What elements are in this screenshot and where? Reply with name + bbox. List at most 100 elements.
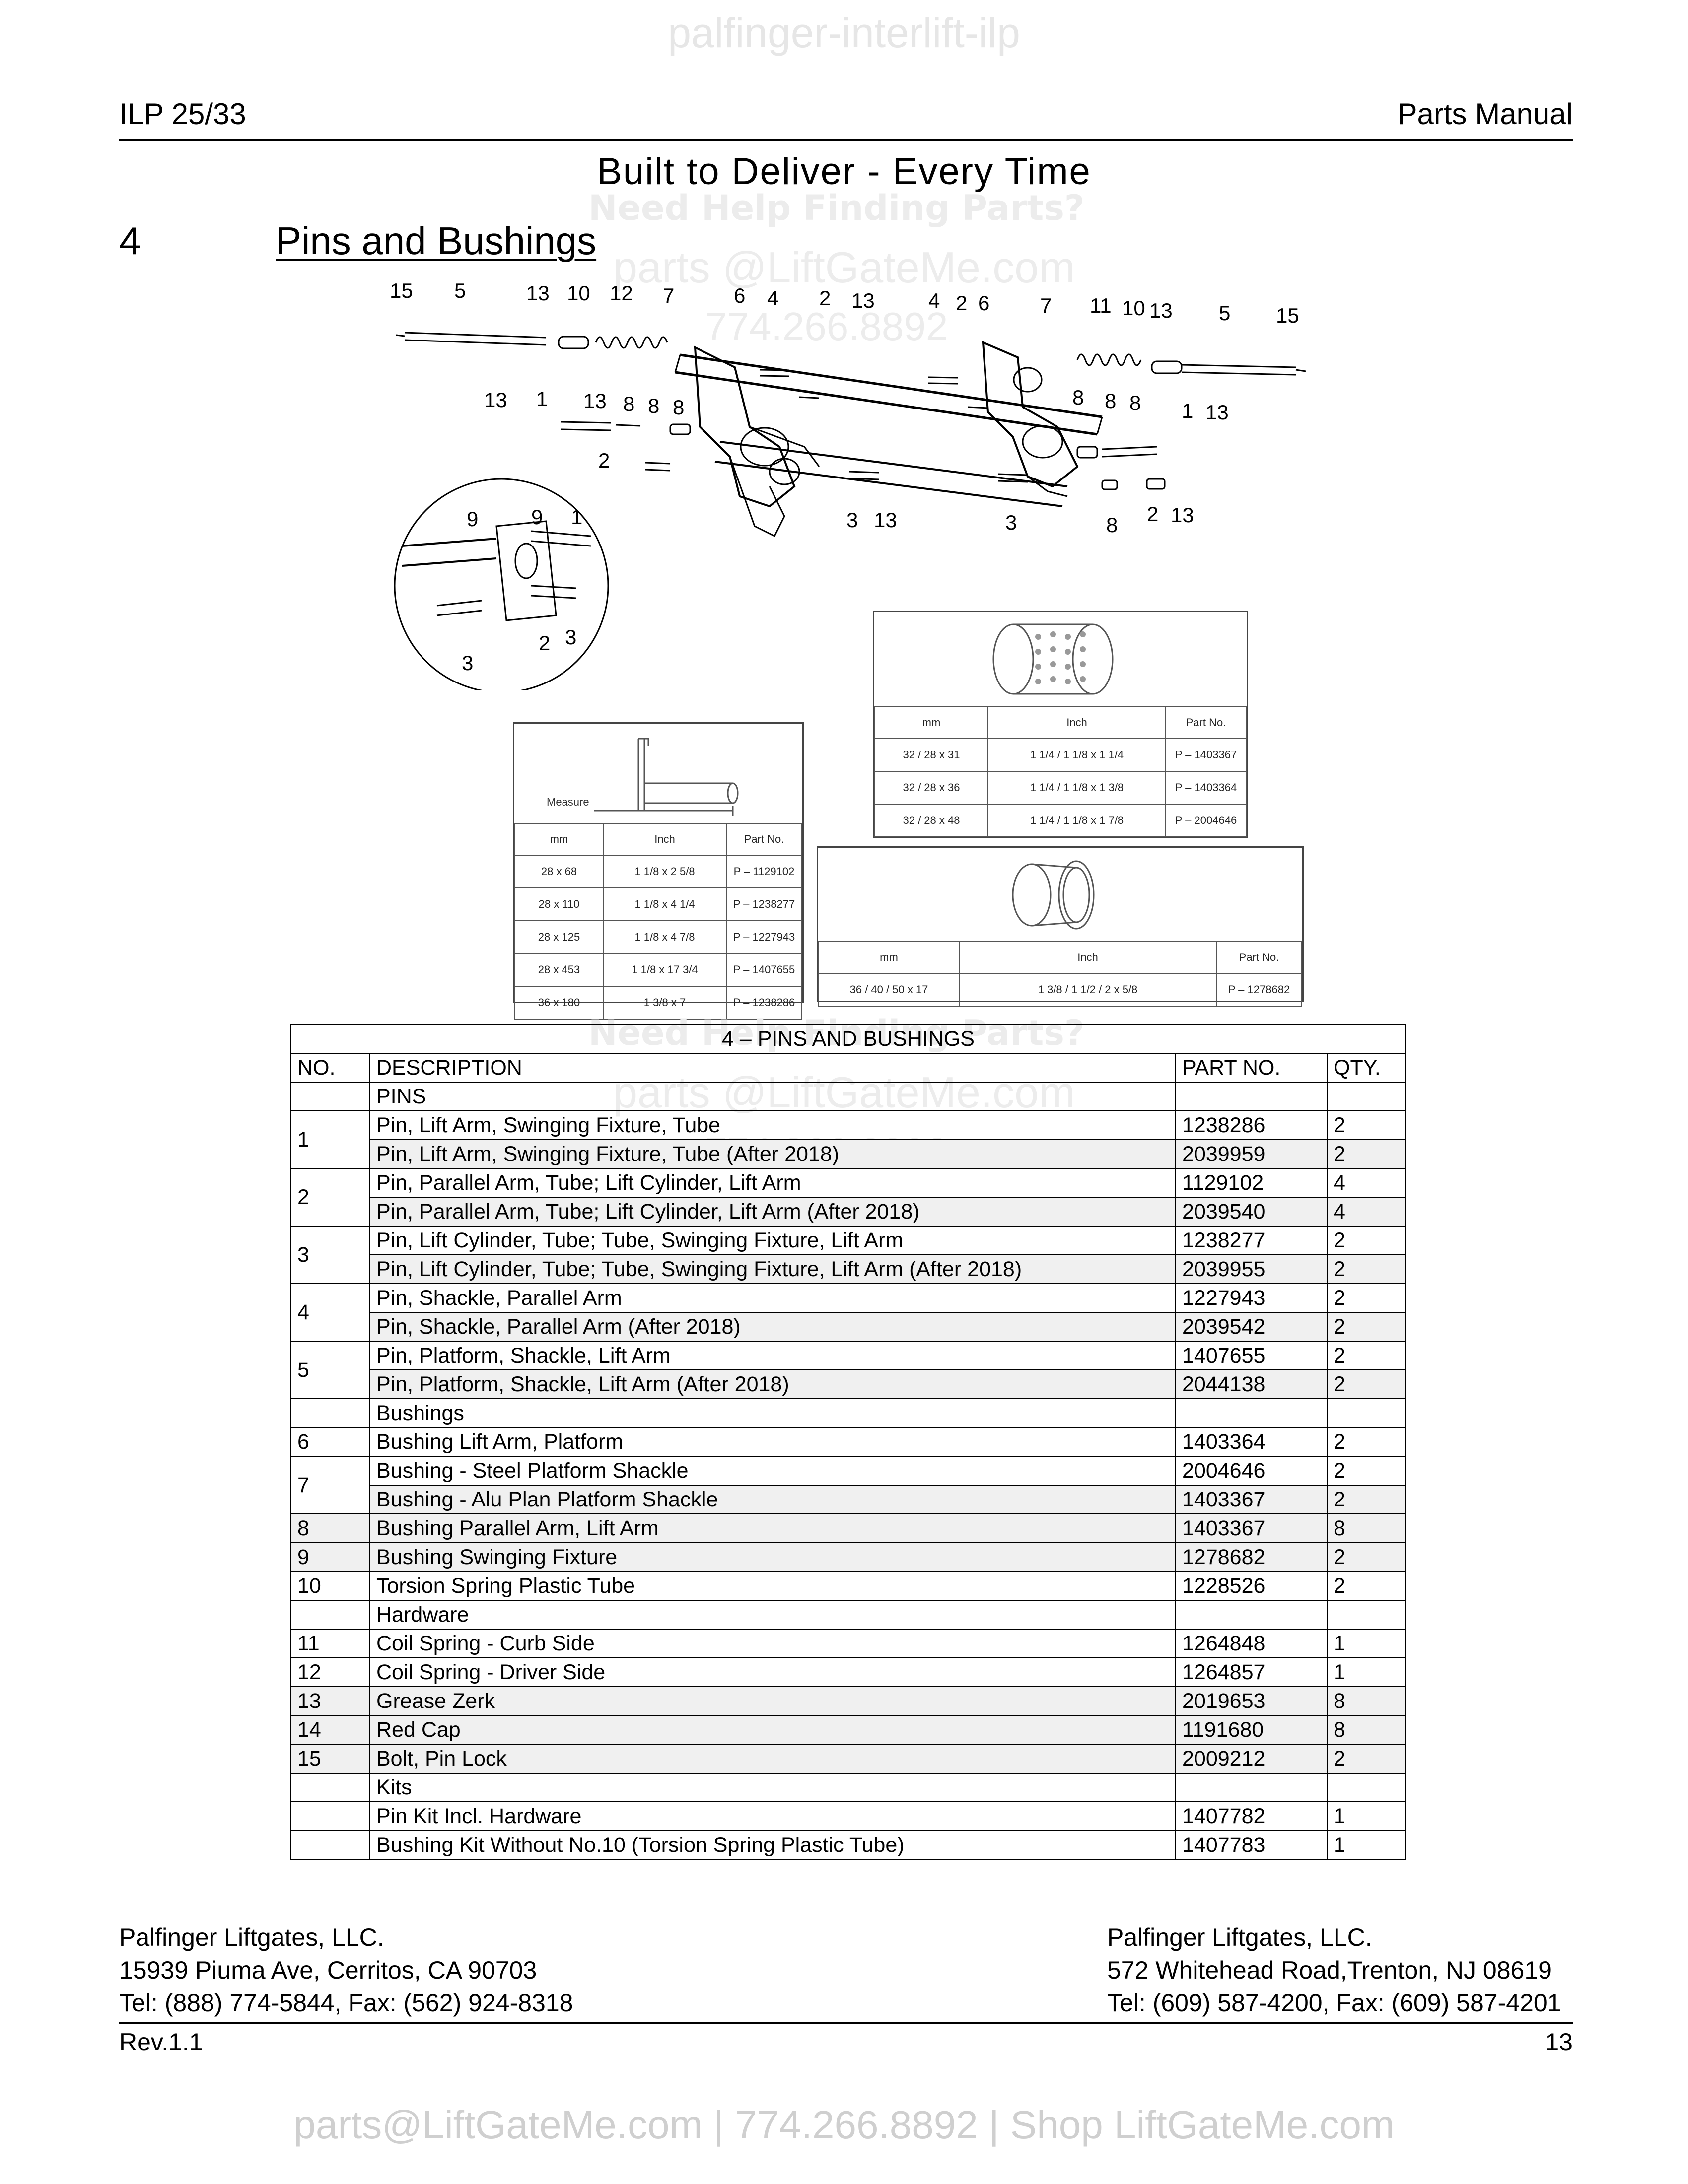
svg-text:8: 8 xyxy=(1129,391,1141,414)
spec-mm: 36 / 40 / 50 x 17 xyxy=(818,973,960,1007)
item-description: Coil Spring - Curb Side xyxy=(369,1629,1176,1658)
item-description: Bolt, Pin Lock xyxy=(369,1744,1176,1774)
item-no: 3 xyxy=(290,1226,370,1284)
svg-text:10: 10 xyxy=(567,281,590,305)
item-part-no: 1407783 xyxy=(1175,1830,1328,1860)
table-row: 1 Pin, Lift Arm, Swinging Fixture, Tube … xyxy=(290,1110,1406,1169)
col-mm: mm xyxy=(874,706,988,739)
item-no: 1 xyxy=(290,1110,370,1169)
header-rule xyxy=(119,139,1573,141)
item-part-no: 1264848 xyxy=(1175,1629,1328,1658)
spec-row: 28 x 110 1 1/8 x 4 1/4 P – 1238277 xyxy=(514,887,802,921)
spec-part: P – 1238286 xyxy=(726,986,802,1020)
spec-inch: 1 1/8 x 4 1/4 xyxy=(603,887,727,921)
col-mm: mm xyxy=(818,941,960,974)
item-no: 9 xyxy=(290,1542,370,1572)
item-qty: 1 xyxy=(1327,1830,1406,1860)
bushing-spec-table: mm Inch Part No. 32 / 28 x 31 1 1/4 / 1 … xyxy=(874,706,1247,837)
spec-mm: 28 x 68 xyxy=(514,855,604,888)
svg-text:4: 4 xyxy=(928,289,940,312)
item-qty: 2 xyxy=(1327,1542,1406,1572)
item-part-no: 1403364 xyxy=(1175,1427,1328,1457)
flange-bushing-icon xyxy=(1012,860,1095,930)
svg-text:9: 9 xyxy=(467,507,478,531)
table-row: 13 Grease Zerk 2019653 8 xyxy=(290,1686,1406,1716)
pin-measure-figure: Measure xyxy=(514,724,802,823)
svg-text:8: 8 xyxy=(1072,386,1084,409)
item-description: Bushing Lift Arm, Platform xyxy=(369,1427,1176,1457)
svg-text:13: 13 xyxy=(484,388,507,411)
svg-text:5: 5 xyxy=(1219,301,1230,325)
item-description: Torsion Spring Plastic Tube xyxy=(369,1571,1176,1601)
section-title: Pins and Bushings xyxy=(276,219,597,263)
item-description: Pin, Shackle, Parallel Arm xyxy=(369,1283,1176,1313)
svg-text:10: 10 xyxy=(1122,296,1145,320)
table-row: Pin, Parallel Arm, Tube; Lift Cylinder, … xyxy=(291,1197,1406,1227)
spec-mm: 32 / 28 x 36 xyxy=(874,771,988,805)
item-part-no: 2039540 xyxy=(1175,1197,1328,1227)
item-no: 6 xyxy=(290,1427,370,1457)
group-no-cell xyxy=(290,1600,370,1630)
svg-text:8: 8 xyxy=(1106,513,1118,537)
col-part: Part No. xyxy=(1216,941,1302,974)
table-row: Pin, Lift Cylinder, Tube; Tube, Swinging… xyxy=(291,1254,1406,1284)
spec-mm: 36 x 180 xyxy=(514,986,604,1020)
spec-part: P – 1403364 xyxy=(1165,771,1247,805)
spec-mm: 32 / 28 x 48 xyxy=(874,804,988,837)
group-label: Bushings xyxy=(369,1398,1176,1428)
svg-text:1: 1 xyxy=(571,505,582,529)
item-part-no: 2009212 xyxy=(1175,1744,1328,1774)
item-description: Pin, Lift Cylinder, Tube; Tube, Swinging… xyxy=(369,1226,1176,1255)
item-description: Pin, Parallel Arm, Tube; Lift Cylinder, … xyxy=(369,1168,1176,1198)
item-qty: 2 xyxy=(1327,1341,1406,1370)
col-inch: Inch xyxy=(987,706,1166,739)
footer-west-office: Palfinger Liftgates, LLC. 15939 Piuma Av… xyxy=(119,1921,573,2019)
footer-east-office: Palfinger Liftgates, LLC. 572 Whitehead … xyxy=(1107,1921,1561,2019)
blank-cell xyxy=(1327,1600,1406,1630)
spec-row: 32 / 28 x 36 1 1/4 / 1 1/8 x 1 3/8 P – 1… xyxy=(874,771,1247,805)
footer-company: Palfinger Liftgates, LLC. xyxy=(1107,1923,1372,1951)
item-description: Pin, Lift Arm, Swinging Fixture, Tube xyxy=(369,1110,1176,1140)
table-row: 2 Pin, Parallel Arm, Tube; Lift Cylinder… xyxy=(290,1168,1406,1227)
table-row: 11 Coil Spring - Curb Side 1264848 1 xyxy=(290,1629,1406,1658)
group-label: Hardware xyxy=(369,1600,1176,1630)
col-inch: Inch xyxy=(959,941,1217,974)
table-row: Pin, Lift Arm, Swinging Fixture, Tube (A… xyxy=(291,1139,1406,1169)
table-row: 6 Bushing Lift Arm, Platform 1403364 2 xyxy=(290,1427,1406,1457)
item-qty: 2 xyxy=(1327,1456,1406,1486)
spec-mm: 28 x 110 xyxy=(514,887,604,921)
pin-spec-panel: Measure mm Inch Part No. 28 x 68 1 1/8 x… xyxy=(513,722,804,1020)
item-part-no: 1407655 xyxy=(1175,1341,1328,1370)
item-no xyxy=(290,1801,370,1831)
spec-row: 28 x 453 1 1/8 x 17 3/4 P – 1407655 xyxy=(514,953,802,987)
pin-spec-table: mm Inch Part No. 28 x 68 1 1/8 x 2 5/8 P… xyxy=(514,823,802,1020)
table-row: 3 Pin, Lift Cylinder, Tube; Tube, Swingi… xyxy=(290,1226,1406,1284)
item-qty: 1 xyxy=(1327,1801,1406,1831)
svg-text:13: 13 xyxy=(583,389,607,412)
item-qty: 4 xyxy=(1327,1168,1406,1198)
svg-text:3: 3 xyxy=(1005,511,1017,534)
item-no: 5 xyxy=(290,1341,370,1399)
blank-cell xyxy=(1327,1082,1406,1111)
item-description: Coil Spring - Driver Side xyxy=(369,1657,1176,1687)
item-description: Pin, Platform, Shackle, Lift Arm xyxy=(369,1341,1176,1370)
item-description: Pin, Shackle, Parallel Arm (After 2018) xyxy=(369,1312,1176,1342)
item-description: Bushing Swinging Fixture xyxy=(369,1542,1176,1572)
svg-text:8: 8 xyxy=(648,394,659,417)
item-qty: 1 xyxy=(1327,1629,1406,1658)
table-row: 4 Pin, Shackle, Parallel Arm 1227943 2 xyxy=(290,1283,1406,1342)
svg-text:9: 9 xyxy=(531,505,543,529)
spec-inch: 1 1/4 / 1 1/8 x 1 3/8 xyxy=(987,771,1166,805)
col-header-qty: QTY. xyxy=(1327,1053,1406,1083)
spec-part: P – 2004646 xyxy=(1165,804,1247,837)
item-description: Pin Kit Incl. Hardware xyxy=(369,1801,1176,1831)
item-part-no: 2039959 xyxy=(1175,1139,1328,1169)
watermark-top: palfinger-interlift-ilp xyxy=(668,9,1020,56)
item-part-no: 2039542 xyxy=(1175,1312,1328,1342)
section-number: 4 xyxy=(119,219,141,263)
item-qty: 2 xyxy=(1327,1571,1406,1601)
spec-mm: 32 / 28 x 31 xyxy=(874,738,988,772)
group-no-cell xyxy=(290,1398,370,1428)
svg-text:13: 13 xyxy=(1171,503,1194,527)
footer-address: 15939 Piuma Ave, Cerritos, CA 90703 xyxy=(119,1956,537,1984)
